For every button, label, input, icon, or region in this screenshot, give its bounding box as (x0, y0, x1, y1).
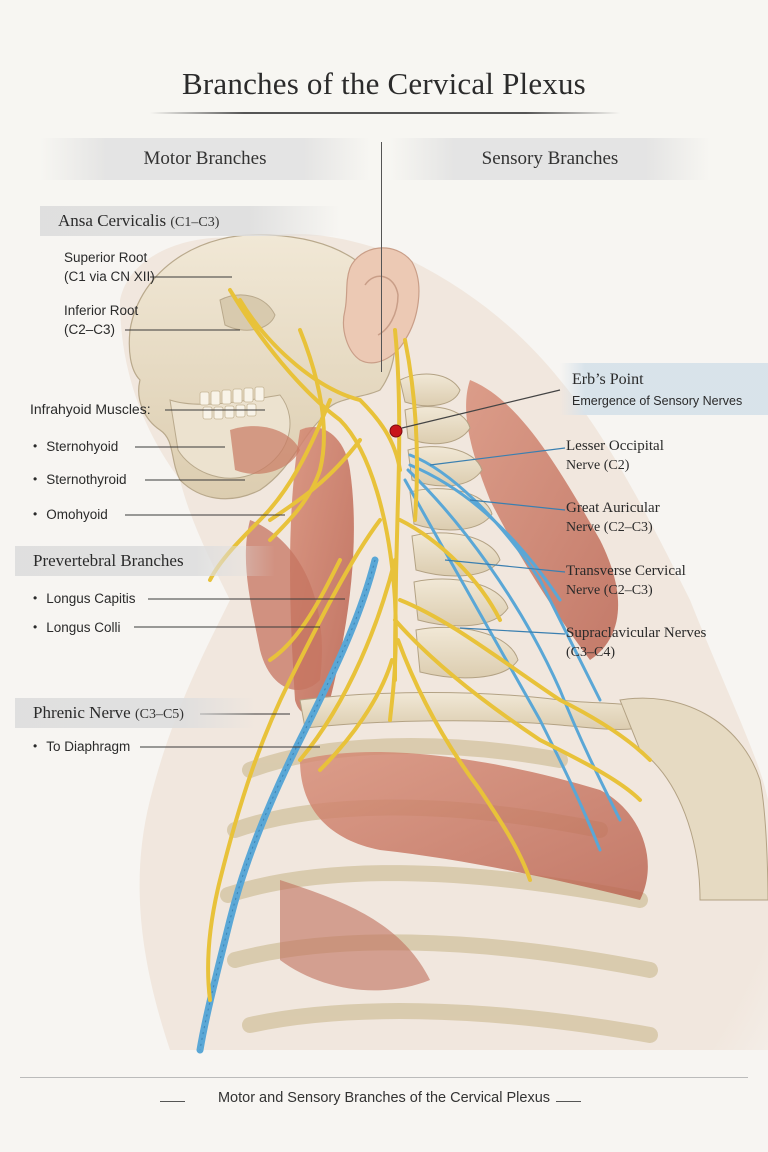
infrahyoid-heading: Infrahyoid Muscles: (30, 401, 151, 417)
footer-divider (20, 1077, 748, 1078)
inferior-root-label: Inferior Root (C2–C3) (64, 303, 139, 337)
phrenic-nerve-levels: (C3–C5) (134, 707, 184, 722)
motor-branches-header: Motor Branches (40, 138, 370, 180)
footer-caption: Motor and Sensory Branches of the Cervic… (217, 1090, 551, 1106)
footer-ornament-left (160, 1101, 185, 1102)
footer-ornament-right (556, 1101, 581, 1102)
sensory-branches-header: Sensory Branches (390, 138, 710, 180)
infrahyoid-item-sternothyroid: Sternothyroid (33, 470, 126, 490)
phrenic-nerve-name: Phrenic Nerve (33, 703, 131, 722)
ansa-cervicalis-heading: Ansa Cervicalis (C1–C3) (40, 206, 340, 236)
great-auricular-label: Great Auricular Nerve (C2–C3) (566, 500, 660, 535)
prevertebral-item-longus-capitis: Longus Capitis (33, 589, 135, 609)
transverse-cervical-label: Transverse Cervical Nerve (C2–C3) (566, 563, 686, 598)
prevertebral-item-longus-colli: Longus Colli (33, 618, 120, 638)
phrenic-nerve-heading: Phrenic Nerve (C3–C5) (15, 698, 255, 728)
infrahyoid-item-omohyoid: Omohyoid (33, 505, 108, 525)
infrahyoid-item-sternohyoid: Sternohyoid (33, 437, 118, 457)
prevertebral-heading: Prevertebral Branches (15, 546, 275, 576)
erbs-point-desc: Emergence of Sensory Nerves (572, 394, 743, 408)
leader-lines-left (125, 276, 345, 748)
column-divider (381, 142, 382, 372)
superior-root-label: Superior Root (C1 via CN XII) (64, 250, 155, 284)
ansa-cervicalis-name: Ansa Cervicalis (58, 211, 167, 230)
erbs-point-name: Erb’s Point (572, 371, 644, 388)
erbs-point-callout (560, 363, 768, 415)
leader-lines-right (401, 389, 566, 635)
page-title: Branches of the Cervical Plexus (182, 66, 586, 101)
title-divider (150, 112, 620, 114)
phrenic-item-diaphragm: To Diaphragm (33, 737, 130, 757)
supraclavicular-label: Supraclavicular Nerves (C3–C4) (566, 625, 707, 660)
lesser-occipital-label: Lesser Occipital Nerve (C2) (566, 438, 664, 473)
ansa-cervicalis-levels: (C1–C3) (170, 215, 220, 230)
